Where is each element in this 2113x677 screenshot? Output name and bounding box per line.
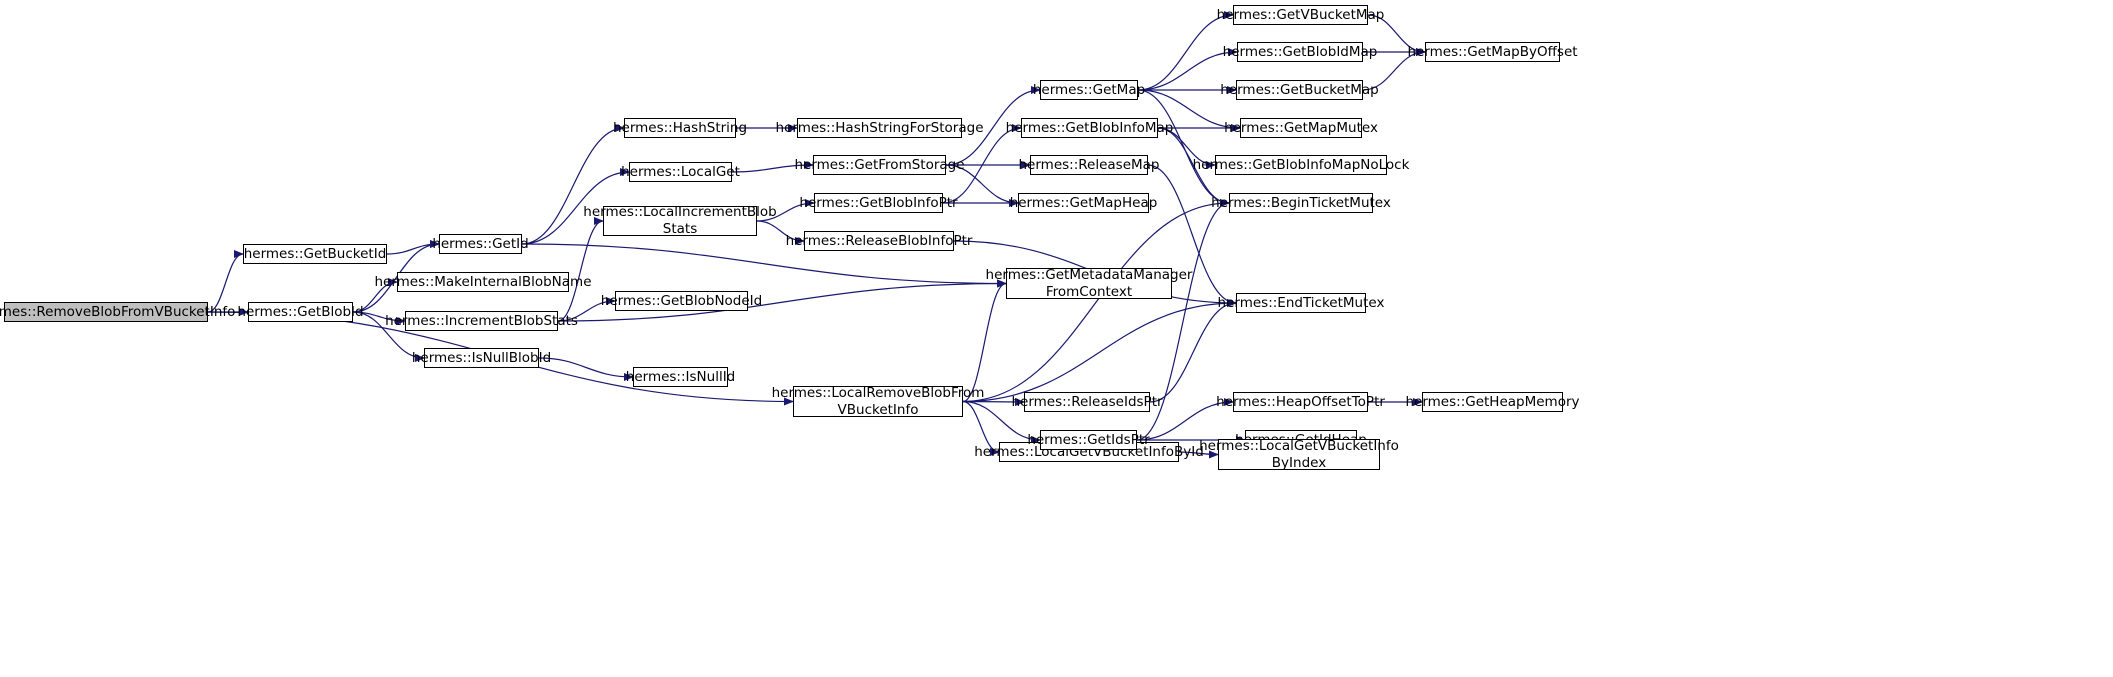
edge-localincrementblobstats-to-releaseblobinfoptr xyxy=(756,220,805,245)
node-getbucketid[interactable]: hermes::GetBucketId xyxy=(243,244,387,264)
node-getvbucketmap[interactable]: hermes::GetVBucketMap xyxy=(1217,5,1384,25)
edge-getblobid-to-makeinternalblobname xyxy=(352,278,398,313)
edge-root-to-getbucketid xyxy=(207,250,244,313)
node-heapoffsettoptr[interactable]: hermes::HeapOffsetToPtr xyxy=(1216,392,1385,412)
node-beginticketmutex[interactable]: hermes::BeginTicketMutex xyxy=(1211,193,1391,213)
edge-localremoveblobfromvbucketinfo-to-beginticketmutex xyxy=(962,199,1230,403)
node-getblobidmap[interactable]: hermes::GetBlobIdMap xyxy=(1223,42,1377,62)
node-localremoveblobfromvbucketinfo[interactable]: hermes::LocalRemoveBlobFrom VBucketInfo xyxy=(771,384,985,418)
edge-getblobinfoptr-to-getblobinfomap xyxy=(942,124,1022,204)
edge-getid-to-hashstring xyxy=(521,124,625,245)
node-releasemap[interactable]: hermes::ReleaseMap xyxy=(1019,155,1160,175)
node-isnullid[interactable]: hermes::IsNullId xyxy=(626,367,735,387)
node-getblobnodeid[interactable]: hermes::GetBlobNodeId xyxy=(601,291,762,311)
edge-localgetvbucketinfobyid-to-localgetvbucketinfobyindex xyxy=(1178,450,1219,459)
node-getmap[interactable]: hermes::GetMap xyxy=(1033,80,1145,100)
node-getmapbyoffset[interactable]: hermes::GetMapByOffset xyxy=(1407,42,1578,62)
node-releaseblobinfoptr[interactable]: hermes::ReleaseBlobInfoPtr xyxy=(786,231,972,251)
edge-incrementblobstats-to-getmetadatamanagerfromcontext xyxy=(557,279,1007,322)
edge-getid-to-getmetadatamanagerfromcontext xyxy=(521,243,1007,288)
node-getblobid[interactable]: hermes::GetBlobId xyxy=(237,302,364,322)
edge-getid-to-localget xyxy=(521,168,630,245)
node-localget[interactable]: hermes::LocalGet xyxy=(621,162,740,182)
edge-getidsptr-to-beginticketmutex xyxy=(1136,199,1230,441)
edge-localremoveblobfromvbucketinfo-to-endticketmutex xyxy=(962,299,1237,403)
edge-getbucketmap-to-getmapbyoffset xyxy=(1362,48,1426,91)
edge-getblobinfomap-to-beginticketmutex xyxy=(1157,127,1230,207)
node-getheapmemory[interactable]: hermes::GetHeapMemory xyxy=(1405,392,1580,412)
node-isnullblobid[interactable]: hermes::IsNullBlobId xyxy=(412,348,551,368)
node-makeinternalblobname[interactable]: hermes::MakeInternalBlobName xyxy=(374,272,592,292)
node-hashstringforstorage[interactable]: hermes::HashStringForStorage xyxy=(776,118,984,138)
edge-getmap-to-getvbucketmap xyxy=(1137,11,1234,91)
node-root: hermes::RemoveBlobFromVBucketInfo xyxy=(0,302,235,322)
edge-getmap-to-getblobidmap xyxy=(1137,48,1238,91)
edge-localremoveblobfromvbucketinfo-to-getmetadatamanagerfromcontext xyxy=(962,279,1007,403)
edge-releasemap-to-endticketmutex xyxy=(1147,164,1237,307)
node-localincrementblobstats[interactable]: hermes::LocalIncrementBlob Stats xyxy=(583,204,777,237)
node-getblobinfoptr[interactable]: hermes::GetBlobInfoPtr xyxy=(799,193,958,213)
edge-localincrementblobstats-to-getblobinfoptr xyxy=(756,199,815,222)
edge-getmap-to-getmapmutex xyxy=(1137,89,1241,132)
edge-getblobid-to-getid xyxy=(352,240,440,313)
node-getmetadatamanagerfromcontext[interactable]: hermes::GetMetadataManager FromContext xyxy=(985,266,1193,300)
node-getmapmutex[interactable]: hermes::GetMapMutex xyxy=(1224,118,1378,138)
edge-getblobid-to-isnullblobid xyxy=(352,311,425,362)
node-hashstring[interactable]: hermes::HashString xyxy=(613,118,747,138)
node-incrementblobstats[interactable]: hermes::IncrementBlobStats xyxy=(385,311,578,331)
edge-getfromstorage-to-getmap xyxy=(945,86,1041,166)
edge-incrementblobstats-to-localincrementblobstats xyxy=(557,217,604,322)
edge-localremoveblobfromvbucketinfo-to-getidsptr xyxy=(962,400,1041,444)
edge-releaseidsptr-to-endticketmutex xyxy=(1149,299,1237,403)
node-releaseidsptr[interactable]: hermes::ReleaseIdsPtr xyxy=(1011,392,1163,412)
node-getblobinfomap[interactable]: hermes::GetBlobInfoMap xyxy=(1006,118,1173,138)
node-getmapheap[interactable]: hermes::GetMapHeap xyxy=(1010,193,1157,213)
edge-getfromstorage-to-getmapheap xyxy=(945,164,1019,207)
node-getidsptr[interactable]: hermes::GetIdsPtr xyxy=(1027,430,1150,450)
edge-getidsptr-to-heapoffsettoptr xyxy=(1136,398,1234,441)
edge-localget-to-getfromstorage xyxy=(731,161,814,173)
edge-isnullblobid-to-isnullid xyxy=(538,357,634,381)
node-getid[interactable]: hermes::GetId xyxy=(432,234,529,254)
node-endticketmutex[interactable]: hermes::EndTicketMutex xyxy=(1218,293,1384,313)
edge-localremoveblobfromvbucketinfo-to-localgetvbucketinfobyid xyxy=(962,400,1000,456)
node-getfromstorage[interactable]: hermes::GetFromStorage xyxy=(794,155,965,175)
node-getbucketmap[interactable]: hermes::GetBucketMap xyxy=(1220,80,1379,100)
node-localgetvbucketinfobyindex[interactable]: hermes::LocalGetVBucketInfo ByIndex xyxy=(1199,437,1399,471)
node-getblobinfomapnolock[interactable]: hermes::GetBlobInfoMapNoLock xyxy=(1193,155,1409,175)
